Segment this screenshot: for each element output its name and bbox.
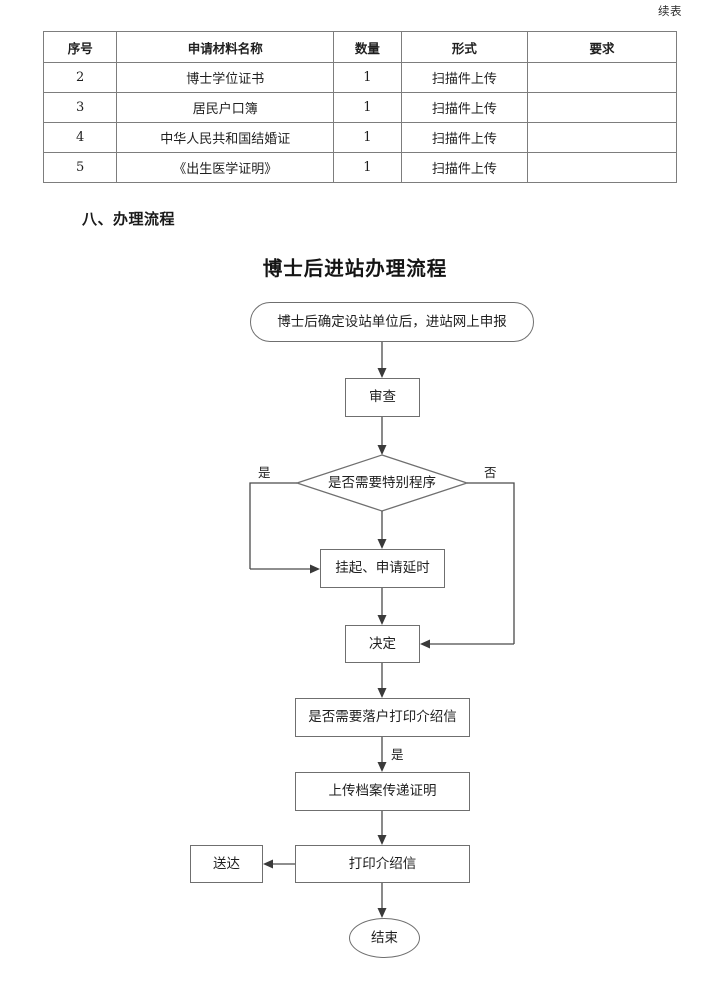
cell-req	[526, 92, 678, 123]
column-header-name: 申请材料名称	[116, 31, 335, 63]
edge-label-no-right: 否	[484, 465, 497, 480]
cell-form: 扫描件上传	[400, 152, 528, 183]
flow-node-end[interactable]: 结束	[349, 918, 420, 958]
flow-node-print-letter[interactable]: 打印介绍信	[295, 845, 470, 883]
flowchart-title: 博士后进站办理流程	[262, 257, 448, 280]
cell-form: 扫描件上传	[400, 92, 528, 123]
table-header-row: 序号 申请材料名称 数量 形式 要求	[42, 31, 678, 63]
flow-node-deliver[interactable]: 送达	[190, 845, 263, 883]
cell-req	[526, 152, 678, 183]
flow-node-decide[interactable]: 决定	[345, 625, 420, 663]
cell-no: 4	[42, 122, 118, 153]
cell-no: 2	[42, 62, 118, 93]
cell-qty: 1	[333, 62, 402, 93]
flowchart-connectors	[249, 340, 515, 918]
cell-form: 扫描件上传	[400, 62, 528, 93]
flow-node-upload-archive[interactable]: 上传档案传递证明	[295, 772, 470, 811]
cell-qty: 1	[333, 152, 402, 183]
cell-qty: 1	[333, 92, 402, 123]
table-row: 5 《出生医学证明》 1 扫描件上传	[42, 152, 678, 183]
flow-node-decision[interactable]: 是否需要特别程序	[328, 474, 436, 491]
table-row: 2 博士学位证书 1 扫描件上传	[42, 62, 678, 93]
cell-req	[526, 122, 678, 153]
cell-name: 《出生医学证明》	[116, 152, 335, 183]
column-header-req: 要求	[526, 31, 678, 63]
column-header-no: 序号	[42, 31, 118, 63]
flow-node-settle-letter[interactable]: 是否需要落户打印介绍信	[295, 698, 470, 737]
flow-node-review[interactable]: 审查	[345, 378, 420, 417]
cell-name: 博士学位证书	[116, 62, 335, 93]
cell-no: 5	[42, 152, 118, 183]
continued-table-label: 续表	[658, 4, 682, 18]
column-header-qty: 数量	[333, 31, 402, 63]
cell-req	[526, 62, 678, 93]
table-row: 4 中华人民共和国结婚证 1 扫描件上传	[42, 122, 678, 153]
cell-name: 居民户口簿	[116, 92, 335, 123]
application-materials-table: 序号 申请材料名称 数量 形式 要求 2 博士学位证书 1 扫描件上传 3 居民…	[42, 31, 678, 183]
column-header-form: 形式	[400, 31, 528, 63]
cell-form: 扫描件上传	[400, 122, 528, 153]
process-flowchart: 博士后进站办理流程	[0, 240, 710, 980]
flow-node-start[interactable]: 博士后确定设站单位后，进站网上申报	[250, 302, 534, 342]
cell-qty: 1	[333, 122, 402, 153]
cell-no: 3	[42, 92, 118, 123]
edge-label-yes-left: 是	[258, 465, 271, 480]
edge-label-yes-down: 是	[391, 747, 404, 762]
table-row: 3 居民户口簿 1 扫描件上传	[42, 92, 678, 123]
flow-node-suspend[interactable]: 挂起、申请延时	[320, 549, 445, 588]
cell-name: 中华人民共和国结婚证	[116, 122, 335, 153]
section-heading-process: 八、办理流程	[82, 210, 176, 228]
